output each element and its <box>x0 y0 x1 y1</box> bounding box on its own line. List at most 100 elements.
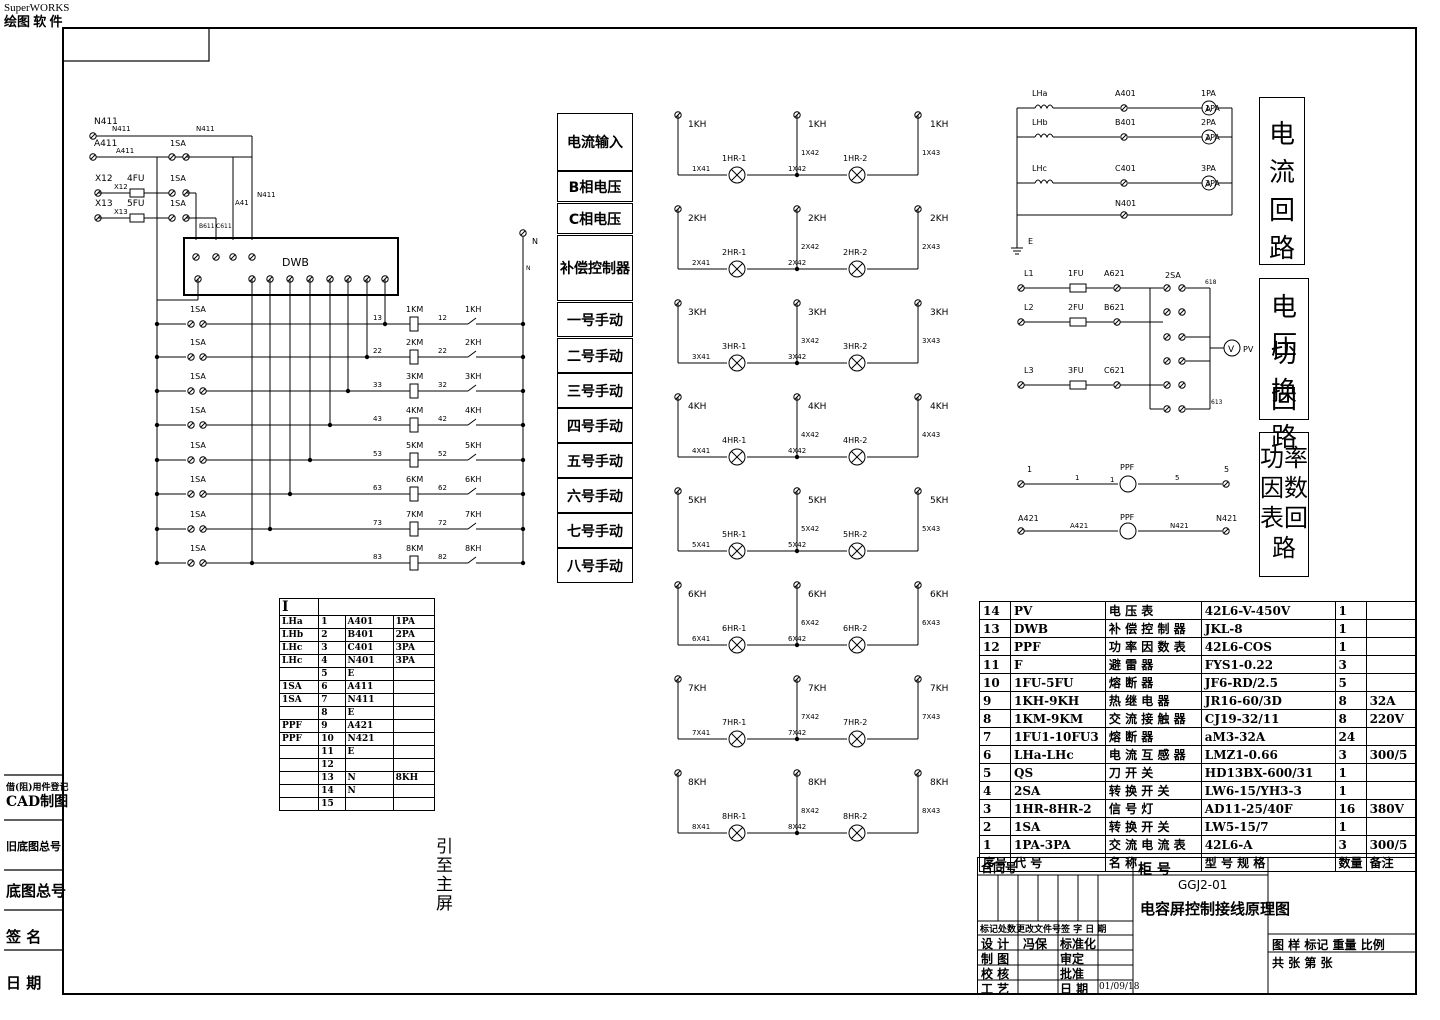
terminal-slash <box>1179 382 1185 388</box>
label-wire-b-3: 32 <box>438 381 447 389</box>
fuse <box>1069 380 1087 390</box>
bom-cell: 380V <box>1365 799 1417 818</box>
bom-cell: 3 <box>1334 655 1367 674</box>
label-x13-wire: X13 <box>114 208 128 216</box>
lamp-x3-6: 6X43 <box>922 619 940 627</box>
terminal-cell: LHa <box>278 615 320 629</box>
lamp-kh-label-7: 7KH <box>688 684 706 694</box>
junction-dot <box>287 491 293 497</box>
junction-dot <box>154 354 160 360</box>
corner-box <box>62 27 210 62</box>
ammeter-symbol-3: 3PA <box>1205 179 1220 188</box>
bom-cell: 熔 断 器 <box>1104 673 1202 692</box>
lamp-x2-top-8: 8X42 <box>801 807 819 815</box>
lamp-cross <box>731 827 743 839</box>
terminal-slash <box>1179 285 1185 291</box>
designer-name: 冯保 <box>1023 937 1048 951</box>
lamp-kh-label-right-6: 6KH <box>930 590 948 600</box>
pattern-mark-label: 图 样 标记 重量 比例 <box>1272 938 1385 952</box>
terminal-cell: 9 <box>318 719 346 733</box>
current-loop-title-text: 电流回路 <box>1269 120 1296 264</box>
control-label-11: 七号手动 <box>557 513 633 548</box>
control-label-3: C相电压 <box>557 203 633 234</box>
lamp-x1-2: 2X41 <box>692 259 710 267</box>
terminal-slash <box>188 388 194 394</box>
terminal-slash <box>1164 358 1170 364</box>
terminal-slash <box>1179 334 1185 340</box>
bom-cell: 1HR-8HR-2 <box>1010 799 1106 818</box>
lamp-x2-top-1: 1X42 <box>801 149 819 157</box>
lamp-cross <box>731 545 743 557</box>
pf-row2-b: A421 <box>1070 522 1088 530</box>
voltage-title-line-a: 电压 <box>1270 293 1297 361</box>
voltage-fuse-label-1: 1FU <box>1068 269 1084 278</box>
pf-row2-ppf: PPF <box>1120 513 1135 522</box>
lamp-kh-label-right-5: 5KH <box>930 496 948 506</box>
signal-lamp <box>848 166 866 184</box>
bom-cell: 刀 开 关 <box>1104 763 1202 782</box>
lamp-x3-8: 8X43 <box>922 807 940 815</box>
software-name-cn: 绘图 软 件 <box>4 14 63 29</box>
lamp-cross <box>851 639 863 651</box>
lead-to-main-label: 引至主屏 <box>436 837 453 914</box>
bom-cell: 转 换 开 关 <box>1104 817 1202 836</box>
lamp-x2-2: 2X42 <box>788 259 806 267</box>
ammeter-symbol-2: 2PA <box>1205 133 1220 142</box>
bom-cell: 9 <box>978 691 1012 710</box>
terminal-slash <box>1018 382 1024 388</box>
bom-cell: LHa-LHc <box>1010 745 1106 764</box>
pf-title-line-a: 功率 <box>1260 444 1308 472</box>
bom-cell: PV <box>1010 601 1106 620</box>
bom-cell: 功 率 因 数 表 <box>1104 637 1202 656</box>
terminal-cell: PPF <box>278 732 320 746</box>
lamp-hr2-6: 6HR-2 <box>843 624 867 633</box>
junction-dot <box>154 422 160 428</box>
pf-meter-2 <box>1119 522 1137 540</box>
bom-cell: 1KM-9KM <box>1010 709 1106 728</box>
signal-lamp <box>848 636 866 654</box>
lamp-kh-label-mid-5: 5KH <box>808 496 826 506</box>
bom-cell: 300/5 <box>1365 745 1417 764</box>
bom-cell: 转 换 开 关 <box>1104 781 1202 800</box>
ground-label: E <box>1028 237 1033 246</box>
wire-618-label: 618 <box>1205 279 1217 286</box>
ammeter-a-3: A <box>1205 180 1212 190</box>
lamp-x3-1: 1X43 <box>922 149 940 157</box>
bom-cell <box>1365 817 1417 836</box>
lamp-kh-label-2: 2KH <box>688 214 706 224</box>
signal-lamp <box>848 260 866 278</box>
bom-cell: 24 <box>1334 727 1367 746</box>
drawing-number: GGJ2-01 <box>1178 878 1228 892</box>
contactor-coil <box>409 383 419 399</box>
label-n-wire: N <box>526 265 531 272</box>
bom-cell: 6 <box>978 745 1012 764</box>
lamp-x2-6: 6X42 <box>788 635 806 643</box>
terminal-cell: 14 <box>318 784 346 798</box>
contactor-coil <box>409 417 419 433</box>
terminal-slash <box>1018 481 1024 487</box>
lamp-x2-top-3: 3X42 <box>801 337 819 345</box>
lamp-hr1-8: 8HR-1 <box>722 812 746 821</box>
junction-dot <box>249 560 255 566</box>
lamp-x2-top-7: 7X42 <box>801 713 819 721</box>
contactor-coil <box>409 316 419 332</box>
terminal-slash <box>200 321 206 327</box>
lamp-x1-7: 7X41 <box>692 729 710 737</box>
voltage-title-line-b: 切换 <box>1270 339 1297 407</box>
label-km-1: 1KM <box>406 305 423 314</box>
voltage-wire-label-3: C621 <box>1104 366 1125 375</box>
terminal-slash <box>169 154 175 160</box>
pf-row1-ppf: PPF <box>1120 463 1135 472</box>
bom-cell <box>1365 655 1417 674</box>
label-wire-a-1: 13 <box>373 314 382 322</box>
terminal-header-blank <box>318 598 435 616</box>
relay-contact <box>467 556 477 564</box>
terminal-cell: 2 <box>318 628 346 642</box>
date-value: 01/09/18 <box>1099 982 1140 992</box>
cabinet-label: 柜 号 <box>1138 862 1171 878</box>
bom-cell <box>1365 673 1417 692</box>
junction-dot <box>267 526 273 532</box>
junction-dot <box>154 457 160 463</box>
